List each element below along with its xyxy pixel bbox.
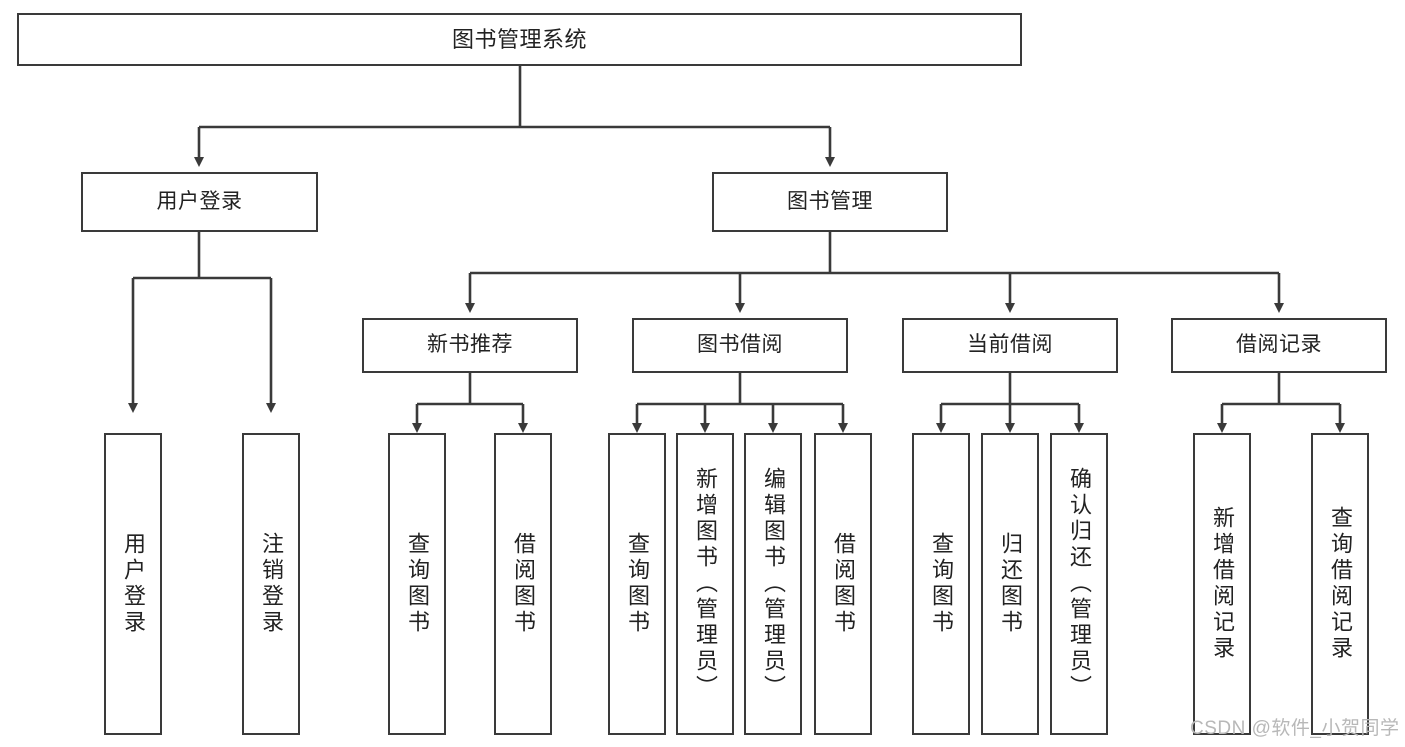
node-label: 确认归还（管理员）	[1067, 467, 1092, 701]
node-label: 查询借阅记录	[1328, 506, 1353, 662]
leaf-borrow-book-recommend[interactable]: 借阅图书	[494, 433, 552, 735]
leaf-query-book-recommend[interactable]: 查询图书	[388, 433, 446, 735]
node-label: 新增图书（管理员）	[693, 467, 718, 701]
node-label: 用户登录	[156, 189, 243, 213]
node-label: 图书管理	[787, 189, 873, 213]
leaf-borrow-book[interactable]: 借阅图书	[814, 433, 872, 735]
node-label: 借阅图书	[831, 532, 856, 636]
node-label: 查询图书	[929, 532, 954, 636]
node-label: 新书推荐	[427, 333, 513, 357]
leaf-query-borrow-record[interactable]: 查询借阅记录	[1311, 433, 1369, 735]
node-label: 查询图书	[405, 532, 430, 636]
node-label: 编辑图书（管理员）	[761, 467, 786, 701]
node-label: 查询图书	[625, 532, 650, 636]
leaf-logout[interactable]: 注销登录	[242, 433, 300, 735]
node-label: 注销登录	[259, 532, 284, 636]
node-borrow-record[interactable]: 借阅记录	[1171, 318, 1387, 373]
leaf-edit-book-admin[interactable]: 编辑图书（管理员）	[744, 433, 802, 735]
leaf-return-book[interactable]: 归还图书	[981, 433, 1039, 735]
leaf-confirm-return-admin[interactable]: 确认归还（管理员）	[1050, 433, 1108, 735]
node-label: 归还图书	[998, 532, 1023, 636]
node-label: 当前借阅	[967, 333, 1053, 357]
leaf-query-book-borrow[interactable]: 查询图书	[608, 433, 666, 735]
node-label: 借阅图书	[511, 532, 536, 636]
node-label: 用户登录	[121, 532, 146, 636]
node-current-borrow[interactable]: 当前借阅	[902, 318, 1118, 373]
node-book-borrow[interactable]: 图书借阅	[632, 318, 848, 373]
leaf-user-login[interactable]: 用户登录	[104, 433, 162, 735]
node-label: 图书管理系统	[451, 26, 587, 52]
node-label: 新增借阅记录	[1210, 506, 1235, 662]
leaf-query-book-current[interactable]: 查询图书	[912, 433, 970, 735]
node-label: 图书借阅	[697, 333, 783, 357]
leaf-add-book-admin[interactable]: 新增图书（管理员）	[676, 433, 734, 735]
node-new-book-recommend[interactable]: 新书推荐	[362, 318, 578, 373]
node-root-system[interactable]: 图书管理系统	[17, 13, 1022, 66]
node-book-management[interactable]: 图书管理	[712, 172, 948, 232]
node-label: 借阅记录	[1236, 333, 1322, 357]
node-user-login[interactable]: 用户登录	[81, 172, 318, 232]
watermark-text: CSDN @软件_小贺同学	[1190, 718, 1400, 739]
leaf-add-borrow-record[interactable]: 新增借阅记录	[1193, 433, 1251, 735]
